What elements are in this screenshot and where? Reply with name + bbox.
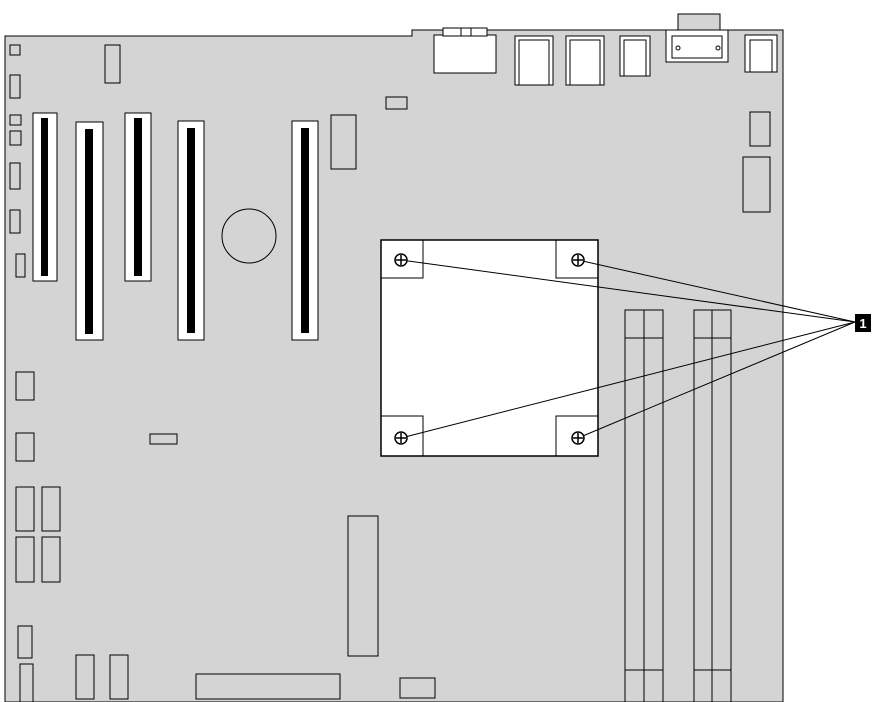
- screw-icon: [394, 253, 408, 267]
- screw-icon: [394, 431, 408, 445]
- callout-badge: 1: [855, 314, 871, 332]
- callout-leaders: [400, 259, 856, 439]
- expansion-slots: [32, 112, 319, 341]
- screw-icon: [571, 253, 585, 267]
- lower-components: [15, 371, 436, 702]
- memory-slots: [624, 309, 732, 702]
- screw-icon: [571, 431, 585, 445]
- battery: [221, 208, 277, 264]
- rear-io-connectors: [433, 27, 778, 86]
- callout-label: 1: [859, 316, 866, 331]
- heat-sink: [380, 239, 599, 457]
- edge-headers: [9, 44, 771, 278]
